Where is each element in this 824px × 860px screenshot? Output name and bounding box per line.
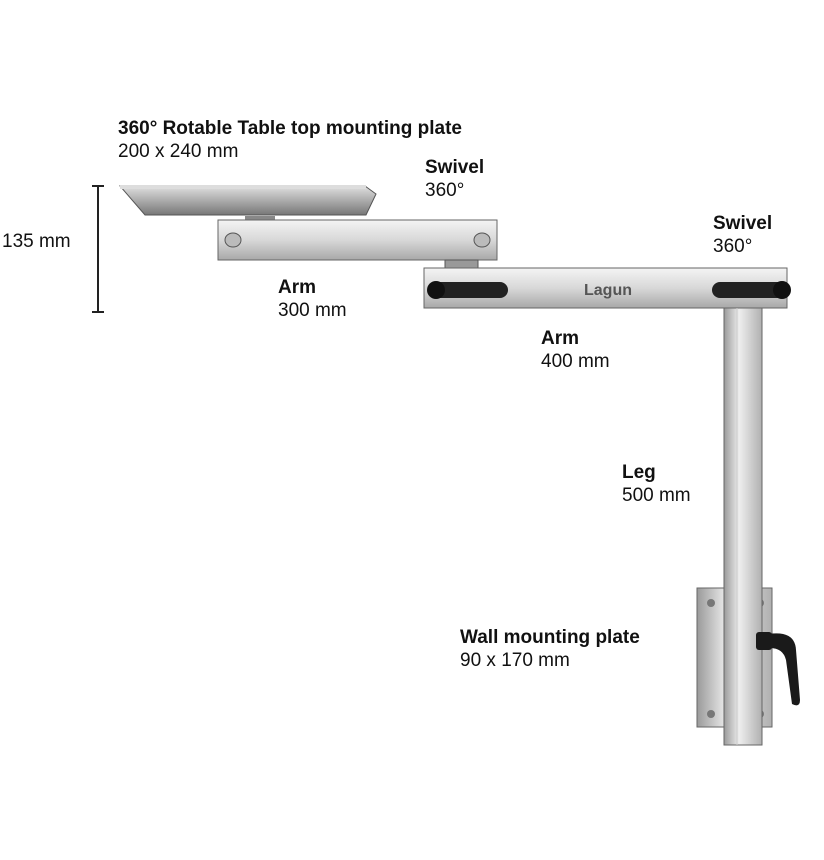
leg-label: Leg 500 mm (622, 461, 691, 507)
swivel-2-label: Swivel 360° (713, 212, 772, 258)
table-top-mounting-plate (118, 185, 377, 216)
label-title: Swivel (713, 213, 773, 234)
label-value: 90 x 170 mm (460, 650, 570, 671)
label-value: 500 mm (622, 485, 691, 506)
label-title: Arm (278, 277, 317, 298)
label-title: 360° Rotable Table top mounting plate (118, 118, 462, 139)
wall-plate-label: Wall mounting plate 90 x 170 mm (460, 626, 640, 672)
arm-300 (217, 216, 498, 261)
label-value: 200 x 240 mm (118, 141, 239, 162)
label-value: 300 mm (278, 300, 347, 321)
leg-500 (723, 307, 763, 746)
brand-logo: Lagun (584, 282, 632, 299)
label-title: Leg (622, 462, 656, 483)
clamp-lever (756, 632, 800, 706)
arm-400-label: Arm 400 mm (541, 327, 610, 373)
label-title: Arm (541, 328, 580, 349)
label-value: 400 mm (541, 351, 610, 372)
arm-400: Lagun (423, 267, 791, 309)
table-plate-label: 360° Rotable Table top mounting plate 20… (118, 117, 462, 163)
label-value: 360° (713, 236, 753, 257)
swivel-1-label: Swivel 360° (425, 156, 484, 202)
label-value: 360° (425, 180, 465, 201)
label-title: Swivel (425, 157, 485, 178)
height-dimension-label: 135 mm (2, 231, 71, 252)
height-dimension-line (92, 185, 104, 313)
label-title: Wall mounting plate (460, 627, 640, 648)
arm-300-label: Arm 300 mm (278, 276, 347, 322)
